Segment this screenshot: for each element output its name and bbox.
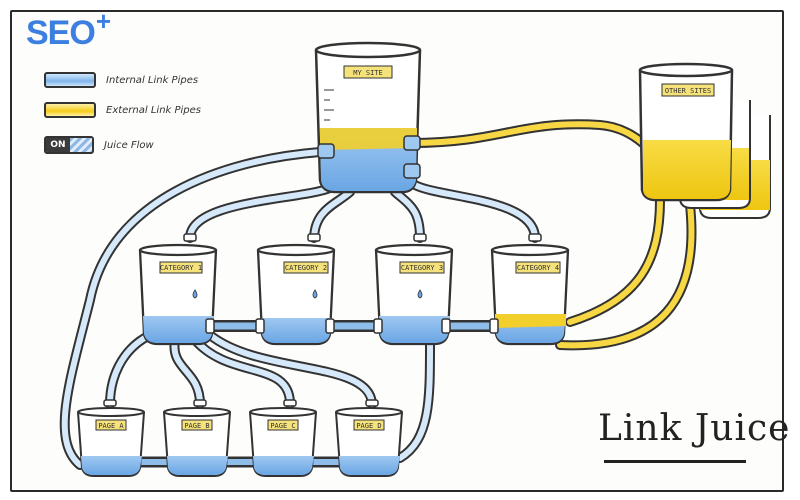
category-2-label: CATEGORY 2: [285, 264, 327, 272]
external-pipe-swatch: [44, 102, 96, 118]
other-sites-stack: OTHER SITES: [638, 62, 771, 219]
toggle-flow-pattern: [70, 138, 92, 152]
category-1-beaker: CATEGORY 1: [138, 243, 218, 346]
my-site-beaker: MY SITE: [314, 41, 422, 194]
internal-pipe-label: Internal Link Pipes: [106, 74, 199, 86]
pipe-fittings: [103, 233, 542, 407]
page-a-beaker: PAGE A: [77, 407, 145, 477]
diagram-title: Link Juice: [598, 408, 791, 449]
logo-plus: +: [95, 6, 111, 36]
legend-external: External Link Pipes: [44, 102, 201, 118]
internal-pipes: [59, 147, 540, 470]
category-3-label: CATEGORY 3: [401, 264, 443, 272]
other-sites-label: OTHER SITES: [665, 87, 711, 95]
external-pipes: [407, 119, 697, 351]
category-1-label: CATEGORY 1: [160, 264, 202, 272]
page-d-label: PAGE D: [356, 422, 381, 430]
seo-logo: SEO+: [26, 6, 111, 53]
legend-juice-flow: ON Juice Flow: [44, 136, 154, 154]
category-4-label: CATEGORY 4: [517, 264, 559, 272]
toggle-on-label: ON: [46, 138, 70, 152]
category-2-beaker: CATEGORY 2: [256, 243, 336, 346]
my-site-label: MY SITE: [353, 69, 383, 77]
page-b-beaker: PAGE B: [163, 407, 231, 477]
category-3-beaker: CATEGORY 3: [374, 243, 454, 346]
category-4-beaker: CATEGORY 4: [490, 243, 570, 346]
page-a-label: PAGE A: [98, 422, 124, 430]
page-d-beaker: PAGE D: [335, 407, 403, 477]
juice-flow-label: Juice Flow: [104, 139, 154, 151]
page-c-label: PAGE C: [270, 422, 295, 430]
page-c-beaker: PAGE C: [249, 407, 317, 477]
legend-internal: Internal Link Pipes: [44, 72, 198, 88]
internal-pipe-swatch: [44, 72, 96, 88]
page-b-label: PAGE B: [184, 422, 209, 430]
external-pipe-label: External Link Pipes: [106, 104, 202, 116]
juice-flow-toggle: ON: [44, 136, 94, 154]
title-underline: [604, 460, 746, 463]
logo-text: SEO: [26, 14, 96, 52]
